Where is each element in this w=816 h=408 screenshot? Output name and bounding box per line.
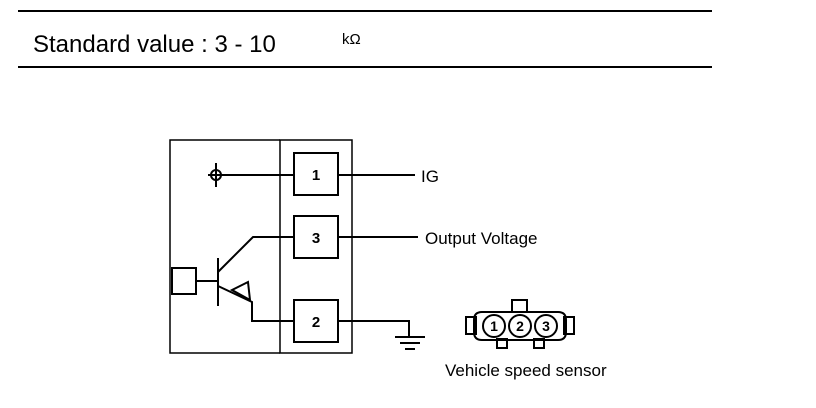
sensor-housing <box>169 139 353 354</box>
ground-icon <box>395 336 425 350</box>
pin-1-circuit: 1 IG <box>208 152 439 196</box>
connector-pin-2-label: 2 <box>516 318 524 334</box>
vehicle-speed-sensor-caption: Vehicle speed sensor <box>445 361 607 380</box>
connector-pin-1 <box>482 314 506 338</box>
pin-3-circuit: 3 Output Voltage <box>293 215 537 259</box>
pin-2-label: 2 <box>312 314 320 331</box>
transistor-icon <box>171 236 294 322</box>
connector-pin-1-label: 1 <box>490 318 498 334</box>
pin-1-label: 1 <box>312 167 320 184</box>
connector-pin-2 <box>508 314 532 338</box>
standard-value-text: Standard value : 3 - 10 <box>33 31 276 58</box>
vehicle-speed-sensor-connector: 1 2 3 <box>465 299 575 349</box>
connector-pin-3 <box>534 314 558 338</box>
output-voltage-label: Output Voltage <box>425 229 537 248</box>
ig-label: IG <box>421 167 439 186</box>
pin-3-label: 3 <box>312 230 320 247</box>
standard-value-unit: kΩ <box>342 31 361 48</box>
connector-pin-3-label: 3 <box>542 318 550 334</box>
